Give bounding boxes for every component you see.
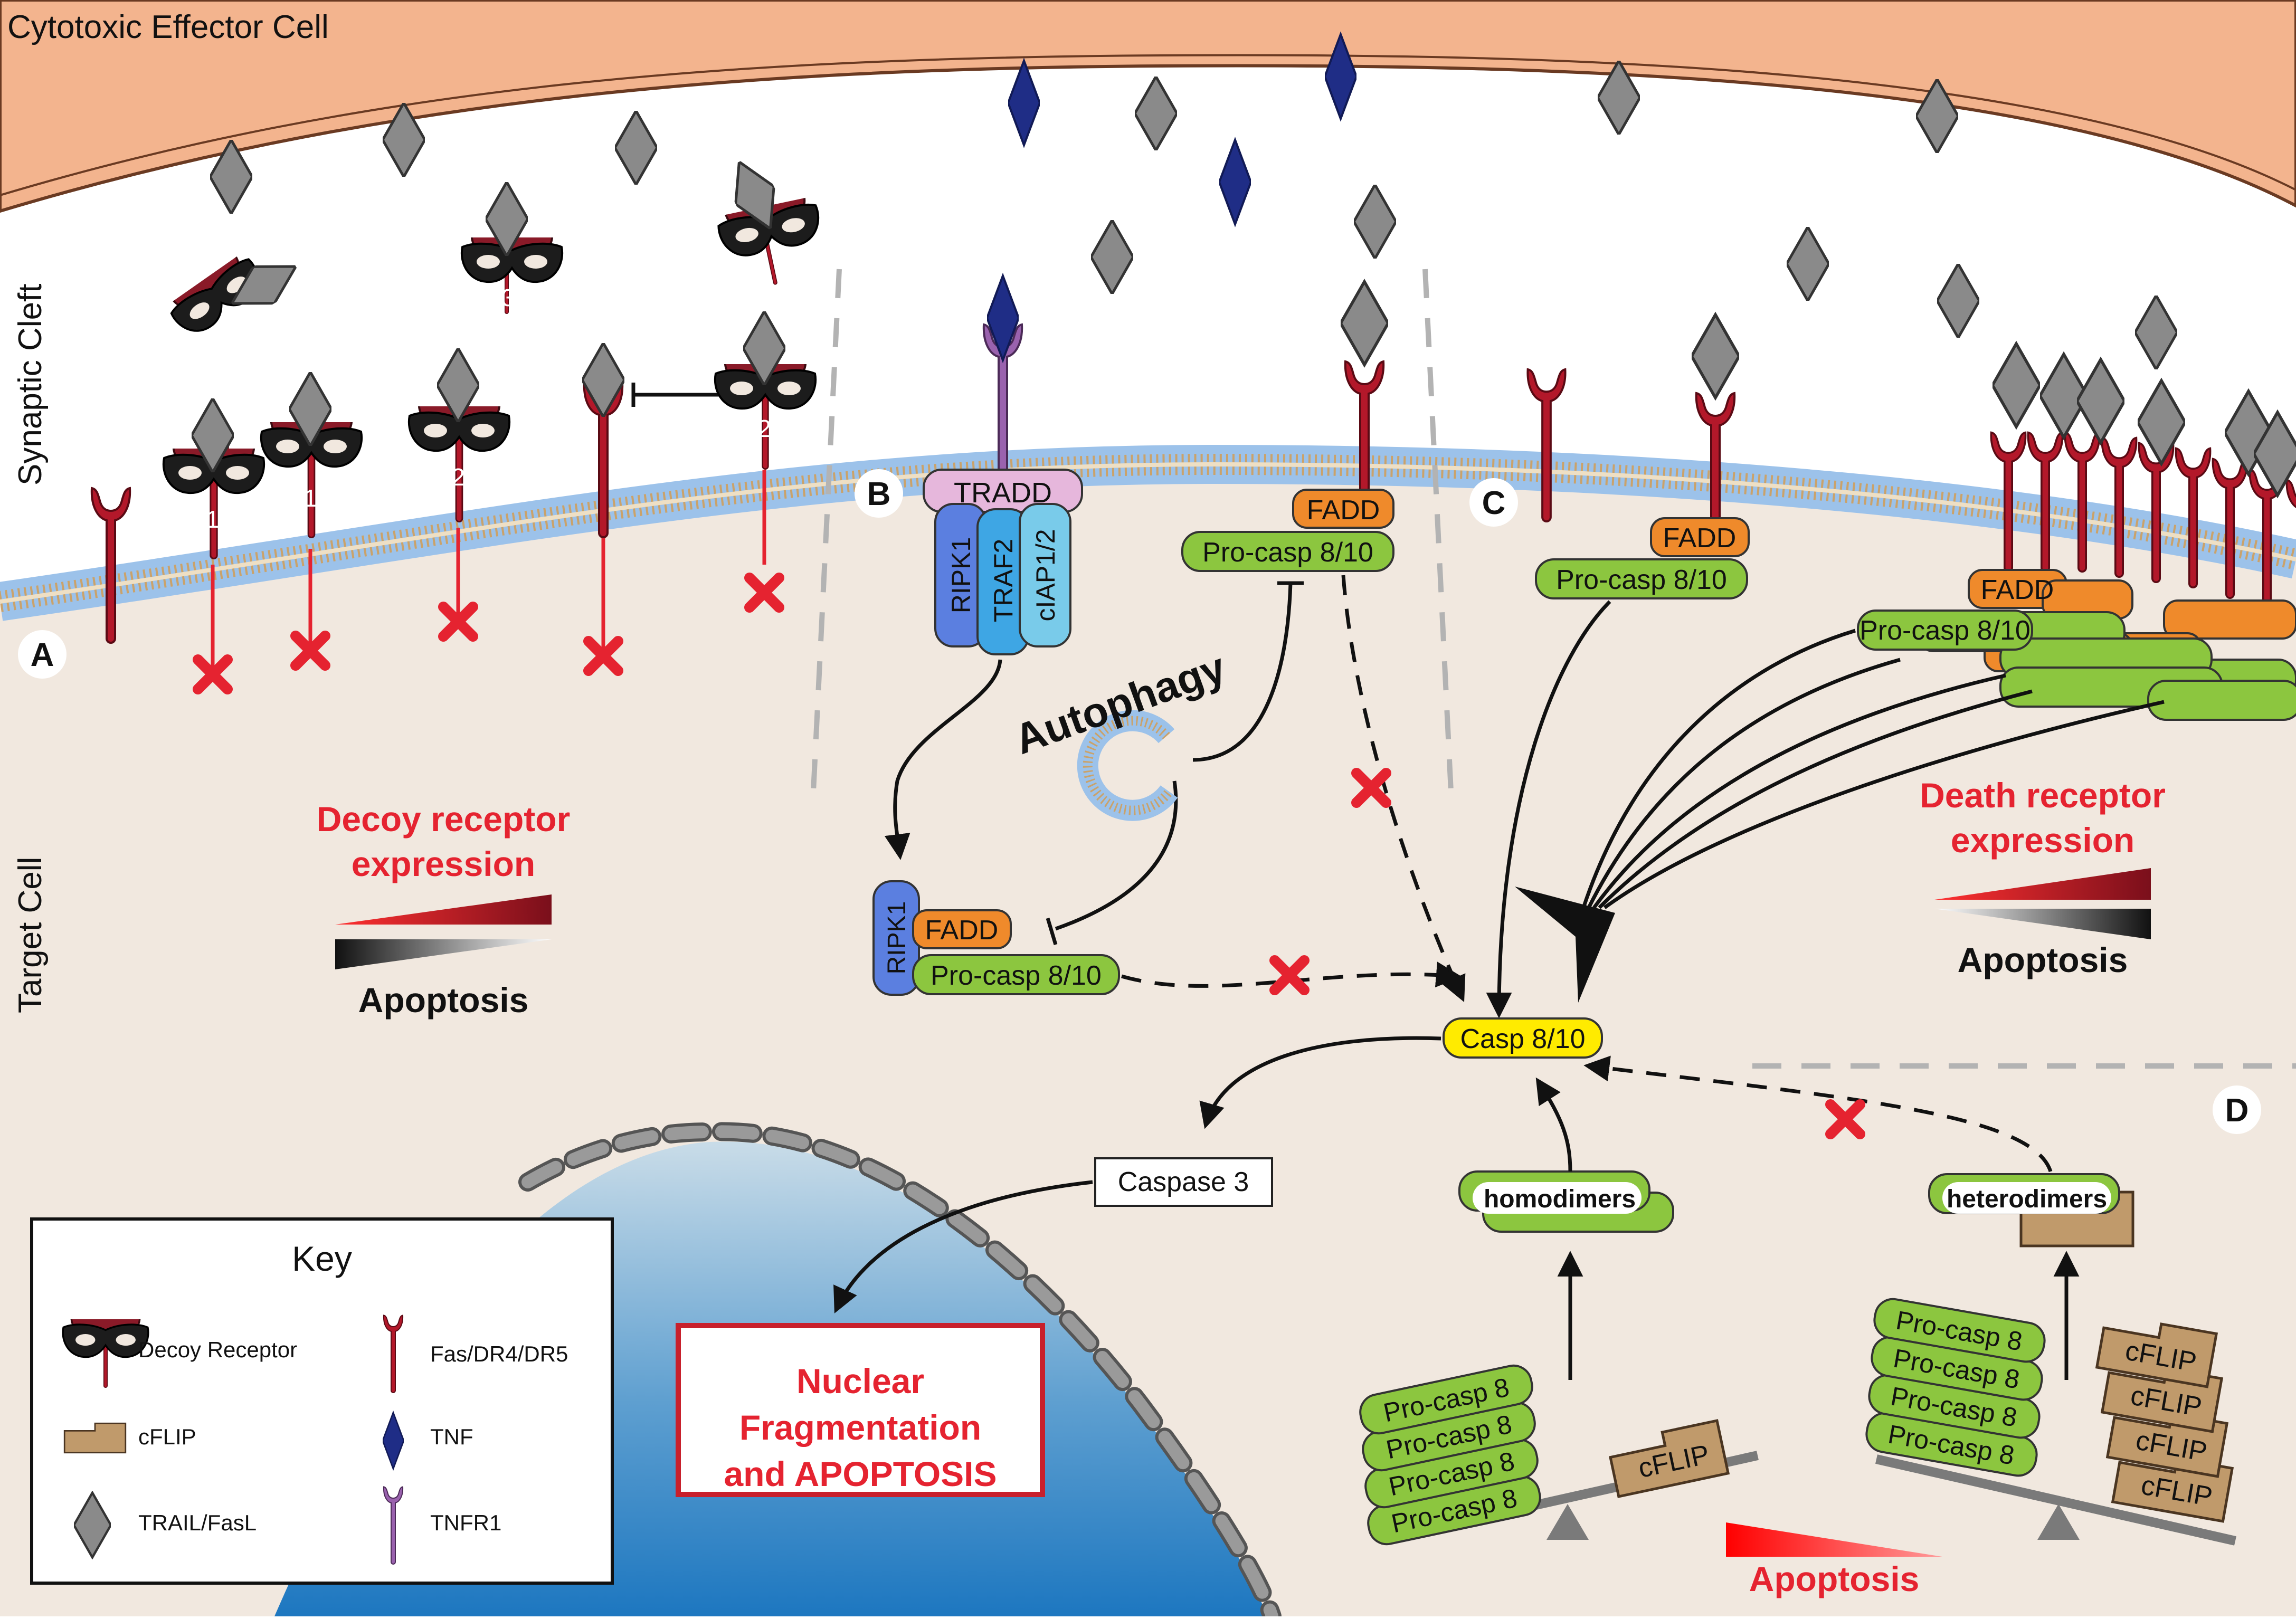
panel-badges: A B C D <box>18 469 2261 1134</box>
procasp-box-2 <box>912 954 1120 995</box>
caspase3-box <box>1094 1157 1273 1207</box>
inhibit-autophagy <box>1192 583 1293 762</box>
procasp-box <box>1535 558 1748 599</box>
cluster-arrows <box>1581 628 2165 909</box>
effector-cell-label: Cytotoxic Effector Cell <box>7 9 329 45</box>
nuclear-title-3: and APOPTOSIS <box>724 1454 997 1493</box>
blocked-icons-b <box>1269 768 1391 995</box>
panel-label-c: C <box>1482 485 1506 521</box>
blocked-icon-d <box>1825 1099 1865 1139</box>
legend-trail: TRAIL/FasL <box>138 1510 257 1535</box>
target-cell-label: Target Cell <box>12 857 49 1013</box>
receptor-cluster: FADD Pro-casp 8/10 <box>1857 344 2296 721</box>
decoy-number: 1 <box>206 506 220 533</box>
balance-fulcrum-right <box>2037 1504 2080 1540</box>
fadd-box <box>1292 489 1394 529</box>
ripk1-label-2: RIPK1 <box>883 901 911 975</box>
arrow-to-nucleus <box>833 1180 1093 1313</box>
decoy-expression-title-2: expression <box>352 844 536 883</box>
legend-tnf: TNF <box>430 1424 473 1449</box>
panel-label-b: B <box>867 476 891 512</box>
cflip-stack-right: cFLIP cFLIP cFLIP cFLIP <box>2097 1315 2232 1521</box>
homodimers-label: homodimers <box>1484 1185 1636 1213</box>
legend-cflip: cFLIP <box>138 1424 196 1449</box>
procasp8-stack-left: Pro-casp 8 Pro-casp 8 Pro-casp 8 Pro-cas… <box>1359 1364 1541 1546</box>
blocked-path-2 <box>1341 575 1466 1002</box>
apoptosis-ramp <box>335 939 552 969</box>
decoy-number: 3 <box>780 247 793 274</box>
death-expression-ramp <box>1934 868 2151 900</box>
ripk1-label: RIPK1 <box>946 537 976 614</box>
decoy-expression-ramp <box>335 894 552 925</box>
blocked-signal-icons <box>193 573 784 694</box>
procasp-label-2: Pro-casp 8/10 <box>931 960 1102 991</box>
nuclear-title-2: Fragmentation <box>739 1408 981 1447</box>
decoy-number: 2 <box>451 463 465 491</box>
panel-d: homodimers heterodimers Pro-casp 8 Pro-c… <box>1359 1055 2237 1598</box>
big-arrowhead <box>1515 887 1615 1003</box>
fadd-label: FADD <box>1663 523 1737 554</box>
arrow-homodimers <box>1535 1077 1572 1172</box>
heterodimers-label: heterodimers <box>1947 1185 2107 1213</box>
apoptosis-label-c: Apoptosis <box>1958 940 2128 979</box>
panel-label-d: D <box>2225 1092 2249 1129</box>
legend-title: Key <box>292 1239 352 1278</box>
decoy-number: 2 <box>757 415 771 442</box>
separator-bc <box>1422 269 1454 803</box>
panel-a: 1 1 2 2 3 3 <box>90 153 825 1020</box>
caspase3-label: Caspase 3 <box>1118 1167 1249 1197</box>
ciap-label: cIAP1/2 <box>1031 529 1060 621</box>
decoy-number: 1 <box>303 484 317 512</box>
cluster-fadd-label: FADD <box>1981 575 2054 605</box>
arrow-to-casp <box>1486 600 1611 1018</box>
casp810-label: Casp 8/10 <box>1460 1024 1585 1054</box>
separator-ab <box>810 269 842 803</box>
panel-c: FADD Pro-casp 8/10 FA <box>1486 315 2296 1018</box>
caspase-cascade: Casp 8/10 Caspase 3 <box>833 1017 1603 1313</box>
traf2-label: TRAF2 <box>989 539 1018 622</box>
ciap-box <box>1019 503 1071 647</box>
autophagy-inhibit <box>1055 780 1178 931</box>
fadd-label: FADD <box>1307 495 1380 526</box>
legend-decoy: Decoy Receptor <box>138 1337 297 1362</box>
cluster-procasp-label: Pro-casp 8/10 <box>1859 615 2031 646</box>
effector-cell-membrane <box>0 0 2296 213</box>
balance-fulcrum-left <box>1547 1504 1589 1540</box>
fadd-box <box>1650 517 1750 557</box>
death-expression-title: Death receptor <box>1920 776 2166 815</box>
legend-tnfr1: TNFR1 <box>430 1510 501 1535</box>
blocked-heterodimer-path <box>1583 1055 2053 1173</box>
arrow-ripk1 <box>884 659 1002 860</box>
casp810-box <box>1443 1017 1603 1059</box>
decoy-number: 3 <box>501 284 515 311</box>
fadd-box-2 <box>912 909 1012 949</box>
nuclear-title-1: Nuclear <box>796 1361 924 1401</box>
apoptosis-label-a: Apoptosis <box>358 980 529 1020</box>
arrow-to-caspase3 <box>1199 1036 1441 1129</box>
apoptosis-ramp-d <box>1726 1522 1942 1557</box>
synaptic-cleft-label: Synaptic Cleft <box>12 283 49 485</box>
panel-label-a: A <box>31 637 54 673</box>
apoptosis-ramp-c <box>1934 909 2151 939</box>
legend-death-receptor: Fas/DR4/DR5 <box>430 1341 568 1366</box>
procasp-box <box>1181 531 1394 572</box>
procasp-label: Pro-casp 8/10 <box>1202 537 1373 568</box>
balance-beam-right <box>1875 1454 2237 1546</box>
procasp8-stack-right: Pro-casp 8 Pro-casp 8 Pro-casp 8 Pro-cas… <box>1865 1298 2046 1477</box>
procasp-label: Pro-casp 8/10 <box>1556 565 1727 595</box>
death-expression-title-2: expression <box>1951 821 2135 860</box>
apoptosis-label-d: Apoptosis <box>1749 1559 1920 1598</box>
synaptic-cleft-space <box>0 0 2296 602</box>
decoy-expression-title: Decoy receptor <box>317 799 571 839</box>
legend: Key Decoy Receptor Fas/DR4/DR5 cFLIP TNF… <box>30 1217 614 1585</box>
apoptosis-outcome-box <box>676 1323 1045 1497</box>
fadd-label-2: FADD <box>925 915 999 946</box>
blocked-path <box>1121 961 1462 988</box>
legend-box <box>30 1217 614 1585</box>
